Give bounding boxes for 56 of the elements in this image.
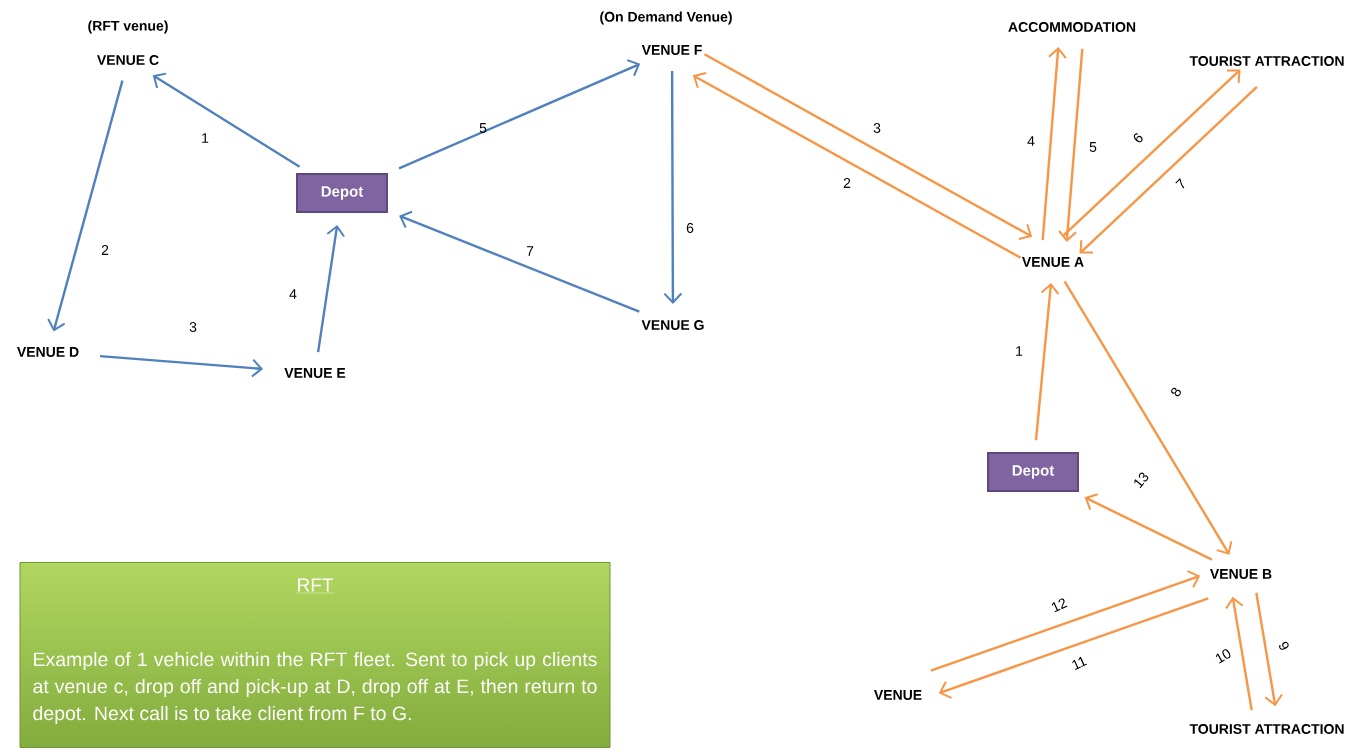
venue-label: TOURIST ATTRACTION (1189, 724, 1344, 734)
edge-label: 1 (1016, 346, 1023, 356)
edge-label: 4 (289, 289, 297, 299)
edge-label: 11 (1072, 656, 1087, 670)
depot-box: Depot (987, 452, 1079, 492)
edge-label: 10 (1215, 649, 1231, 664)
arrow (938, 597, 1209, 699)
edge-label: 9 (1279, 641, 1289, 650)
venue-label: VENUE A (1022, 257, 1084, 267)
edge-label: 3 (189, 322, 197, 332)
edge-label: 4 (1027, 136, 1035, 146)
edge-label: 2 (843, 178, 851, 188)
arrow (1034, 282, 1060, 441)
arrow (1084, 493, 1213, 561)
edge-label: 12 (1051, 598, 1068, 613)
venue-label: ACCOMMODATION (1008, 22, 1136, 32)
arrow (663, 71, 683, 304)
edge-label: 6 (686, 223, 694, 233)
edge-label: 1 (202, 133, 209, 143)
venue-label: VENUE D (17, 347, 79, 357)
arrow (99, 354, 263, 378)
venue-label: VENUE (874, 690, 922, 700)
arrow (1062, 69, 1241, 237)
arrow (398, 59, 641, 170)
edge-label: 3 (873, 123, 881, 133)
arrow (1255, 592, 1283, 707)
arrow (1079, 86, 1258, 254)
edge-label: 5 (1089, 142, 1097, 152)
arrow (692, 71, 1022, 259)
venue-label: VENUE C (97, 55, 159, 65)
arrow (930, 570, 1201, 672)
note-text: Example of 1 vehicle within the RFT fleet. Sent to pick up clients at venue c, drop off and pick-up at D, drop off at E, then return to depot. Next call is to take client from F to G. (33, 651, 597, 725)
edge-label: 7 (1175, 178, 1185, 189)
arrow (47, 80, 124, 332)
edge-label: 13 (1134, 472, 1149, 489)
venue-caption: (RFT venue) (88, 20, 168, 34)
arrow (316, 224, 346, 353)
edge-label: 7 (526, 246, 534, 256)
edge-label: 5 (479, 123, 487, 133)
arrow (703, 53, 1033, 241)
venue-label: TOURIST ATTRACTION (1189, 56, 1344, 66)
venue-caption: (On Demand Venue) (600, 11, 732, 25)
depot-box: Depot (296, 173, 388, 213)
venue-label: VENUE G (641, 320, 704, 330)
arrow (1063, 280, 1233, 555)
arrow (1225, 596, 1253, 711)
arrow (1041, 47, 1067, 241)
edge-label: 6 (1133, 133, 1143, 143)
venue-label: VENUE B (1210, 569, 1272, 579)
venue-label: VENUE F (641, 45, 702, 55)
arrow (152, 72, 301, 168)
venue-label: VENUE E (284, 368, 346, 378)
arrow (399, 210, 640, 313)
edge-label: 8 (1171, 387, 1181, 397)
arrow (1058, 48, 1084, 242)
edge-label: 2 (101, 245, 109, 255)
